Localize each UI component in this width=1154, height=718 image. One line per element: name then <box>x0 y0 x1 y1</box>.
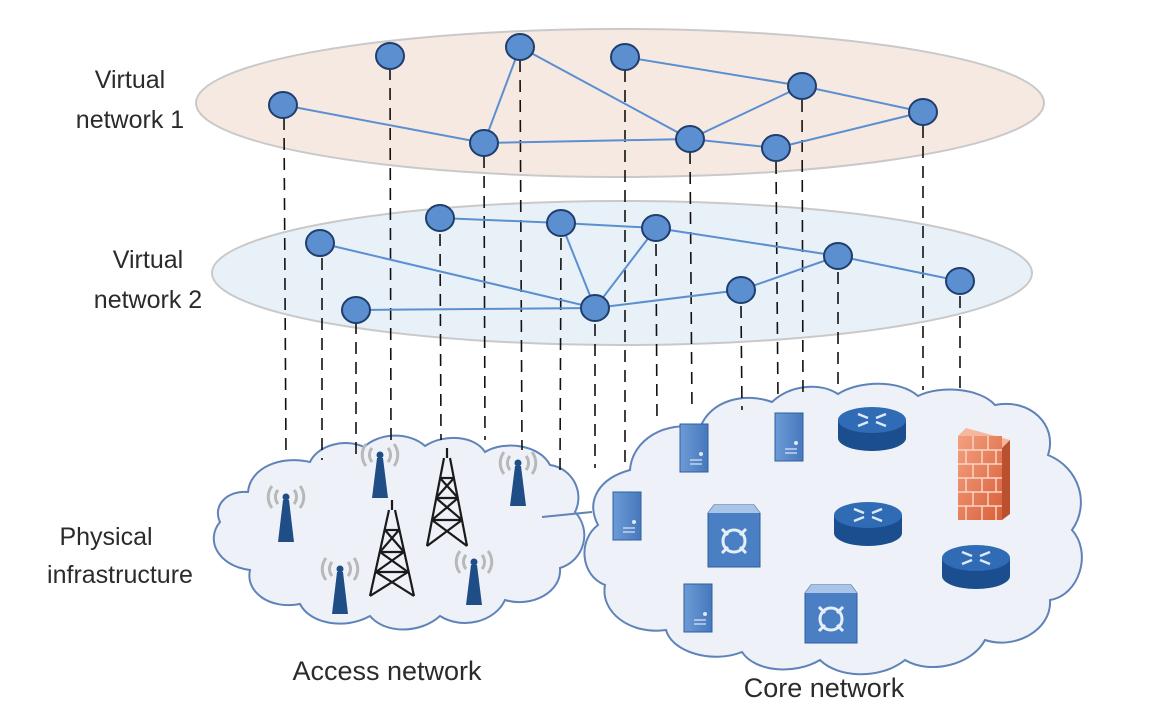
vn1-node <box>375 42 405 70</box>
vn1-node <box>610 43 640 71</box>
vn2-node <box>546 209 576 237</box>
vn1-label-line1: Virtual <box>95 66 165 94</box>
vn2-link <box>560 222 596 309</box>
map-line <box>483 155 486 441</box>
vn1-link <box>483 46 521 144</box>
server-icon <box>774 412 804 462</box>
vn1-link <box>282 104 485 144</box>
map-line <box>689 151 693 413</box>
router-icon <box>942 545 1010 589</box>
antenna-icon <box>320 557 360 614</box>
vn2-node <box>641 214 671 242</box>
map-line <box>389 67 392 441</box>
vn2-link <box>319 242 596 309</box>
label-virtual-network-1: Virtual network 1 <box>76 66 184 134</box>
vn1-link <box>519 46 691 140</box>
vn2-label-line2: network 2 <box>94 286 202 314</box>
vn2-node <box>945 267 975 295</box>
vn1-links <box>282 46 924 149</box>
switch-icon <box>804 584 858 644</box>
cell-tower-icon <box>368 500 416 597</box>
vn2-link <box>740 255 839 291</box>
phys-label-line2: infrastructure <box>47 561 193 589</box>
vn1-node <box>505 33 535 61</box>
core-network-label: Core network <box>744 673 905 703</box>
server-icon <box>683 583 713 633</box>
vn1-node <box>908 98 938 126</box>
antenna-icon <box>498 451 538 506</box>
vn2-label-line1: Virtual <box>113 246 183 274</box>
router-icon <box>838 407 906 451</box>
access-devices <box>266 443 538 614</box>
vn1-node <box>469 129 499 157</box>
switch-icon <box>707 504 761 568</box>
label-virtual-network-2: Virtual network 2 <box>94 246 202 314</box>
vn2-link <box>594 227 657 309</box>
map-line <box>519 59 523 451</box>
vn1-node <box>268 91 298 119</box>
vn1-link <box>624 56 803 87</box>
map-line <box>655 243 658 423</box>
inter-cloud-link <box>541 511 593 518</box>
cell-tower-icon <box>425 448 469 547</box>
vn1-node <box>787 72 817 100</box>
vn2-node <box>425 204 455 232</box>
vn2-link <box>439 217 562 224</box>
vn1-link <box>689 85 803 140</box>
vn2-node <box>823 242 853 270</box>
map-line <box>740 305 743 411</box>
vn2-links <box>319 217 961 311</box>
firewall-icon <box>958 428 1010 520</box>
router-icon <box>834 502 902 546</box>
vn2-node <box>305 229 335 257</box>
antenna-icon <box>454 550 494 605</box>
vn1-node <box>761 134 791 162</box>
vn2-node <box>580 294 610 322</box>
map-line <box>801 99 804 399</box>
vn1-label-line2: network 1 <box>76 106 184 134</box>
vn2-link <box>560 222 657 229</box>
vn1-mapping-lines <box>283 59 924 470</box>
label-physical-infrastructure: Physical infrastructure <box>47 523 193 589</box>
phys-label-line1: Physical <box>59 523 152 551</box>
virtual-network-1-plane <box>195 28 1045 178</box>
core-devices <box>612 407 1010 644</box>
vn2-link <box>837 255 961 282</box>
antenna-icon <box>266 485 306 542</box>
vn2-node <box>341 296 371 324</box>
vn1-link <box>483 138 691 144</box>
vn2-link <box>655 227 839 257</box>
map-line <box>439 233 442 441</box>
vn1-nodes <box>268 33 938 162</box>
map-line <box>775 161 779 403</box>
server-icon <box>679 423 709 473</box>
access-network-label: Access network <box>292 656 482 686</box>
antenna-icon <box>360 443 400 498</box>
vn2-nodes <box>305 204 975 324</box>
vn2-node <box>726 276 756 304</box>
vn1-link <box>775 111 924 149</box>
vn2-link <box>355 307 596 311</box>
vn2-link <box>594 289 742 309</box>
vn1-node <box>675 125 705 153</box>
vn1-link <box>801 85 924 113</box>
vn2-mapping-lines <box>321 233 961 473</box>
server-icon <box>612 491 642 541</box>
map-line <box>283 117 287 456</box>
